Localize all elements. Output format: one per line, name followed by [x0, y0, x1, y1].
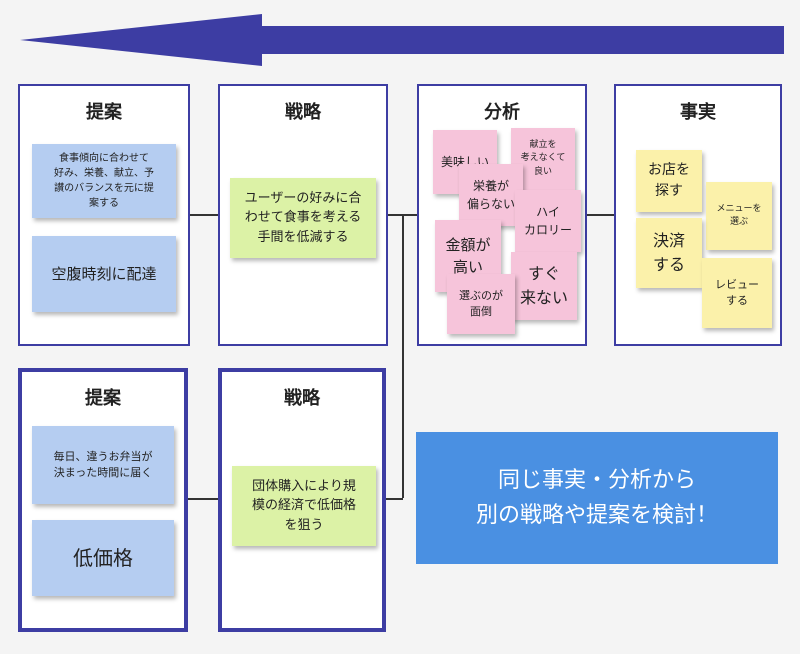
connector-proposal-strategy-bottom — [188, 498, 218, 500]
note-fact-review: レビュー する — [702, 258, 772, 328]
connector-strategy-bottom — [386, 498, 403, 500]
note-analysis-slow-delivery: すぐ 来ない — [511, 252, 577, 320]
panel-title: 戦略 — [284, 388, 320, 409]
panel-facts: 事実 お店を 探す メニューを 選ぶ 決済 する レビュー する — [614, 84, 782, 346]
note-proposal-meal-balance: 食事傾向に合わせて 好み、栄養、献立、予 讃のバランスを元に提 案する — [32, 144, 176, 218]
note-strategy-group-buying: 団体購入により規 模の経済で低価格 を狙う — [232, 466, 376, 546]
note-strategy-reduce-effort: ユーザーの好みに合 わせて食事を考える 手間を低減する — [230, 178, 376, 258]
panel-title: 戦略 — [285, 102, 321, 123]
arrow-shape — [20, 14, 784, 66]
panel-strategy-top: 戦略 ユーザーの好みに合 わせて食事を考える 手間を低減する — [218, 84, 388, 346]
note-analysis-high-calorie: ハイ カロリー — [515, 190, 581, 252]
note-proposal-low-price: 低価格 — [32, 520, 174, 596]
direction-arrow — [20, 14, 784, 66]
note-fact-pay: 決済 する — [636, 218, 702, 288]
connector-vertical — [402, 214, 404, 498]
connector-proposal-strategy-top — [190, 214, 218, 216]
panel-strategy-bottom: 戦略 団体購入により規 模の経済で低価格 を狙う — [218, 368, 386, 632]
panel-title: 分析 — [484, 102, 520, 123]
panel-title: 提案 — [85, 388, 121, 409]
panel-proposal-bottom: 提案 毎日、違うお弁当が 決まった時間に届く 低価格 — [18, 368, 188, 632]
connector-analysis-facts — [586, 214, 614, 216]
callout-message: 同じ事実・分析から 別の戦略や提案を検討！ — [416, 432, 778, 564]
connector-strategy-bottom-horizontal — [388, 214, 402, 216]
note-proposal-hungry-delivery: 空腹時刻に配達 — [32, 236, 176, 312]
note-analysis-balanced-nutrition: 栄養が 偏らない — [459, 164, 523, 226]
panel-title: 提案 — [86, 102, 122, 123]
note-proposal-daily-bento: 毎日、違うお弁当が 決まった時間に届く — [32, 426, 174, 504]
panel-title: 事実 — [680, 102, 716, 123]
note-fact-choose-menu: メニューを 選ぶ — [706, 182, 772, 250]
panel-analysis: 分析 美味しい 献立を 考えなくて 良い 栄養が 偏らない ハイ カロリー 金額… — [417, 84, 587, 346]
connector-strategy-analysis — [402, 214, 417, 216]
note-fact-find-shop: お店を 探す — [636, 150, 702, 212]
note-analysis-tedious-choice: 選ぶのが 面倒 — [447, 274, 515, 334]
panel-proposal-top: 提案 食事傾向に合わせて 好み、栄養、献立、予 讃のバランスを元に提 案する 空… — [18, 84, 190, 346]
